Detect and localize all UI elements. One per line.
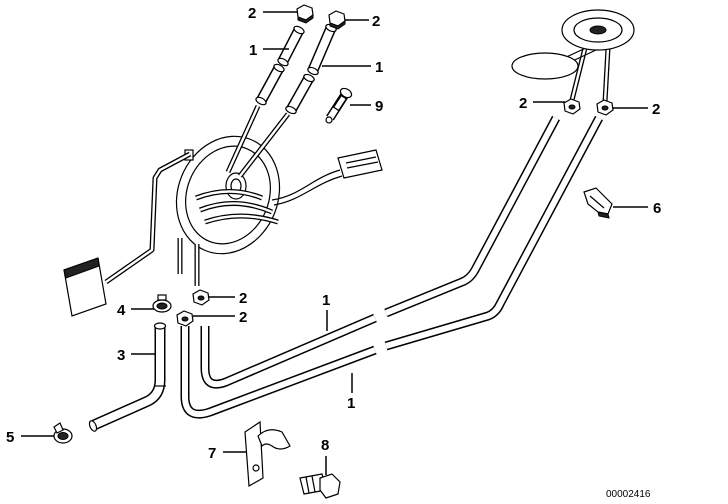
callout-fuel-line-lower: 1 [347, 395, 355, 412]
right-nut-right [596, 99, 614, 116]
right-nut-left [563, 98, 581, 115]
callout-top-right-nut: 2 [372, 13, 380, 30]
clamp-4 [152, 294, 172, 313]
callout-bracket: 7 [208, 445, 216, 462]
callout-fuel-line-upper: 1 [322, 292, 330, 309]
clip-6 [583, 187, 613, 219]
top-left-nut [296, 4, 314, 24]
mid-nut-lower [176, 310, 194, 327]
bracket-7 [244, 420, 291, 487]
diagram-number: 00002416 [606, 489, 651, 500]
callout-right-nut-left: 2 [519, 95, 527, 112]
level-sender [63, 151, 192, 317]
mid-nut-upper [192, 289, 210, 306]
top-left-hose [255, 25, 305, 106]
callout-clip: 6 [653, 200, 661, 217]
callout-top-left-nut: 2 [248, 5, 256, 22]
callout-mid-nut-lower: 2 [239, 309, 247, 326]
callout-right-nut-right: 2 [652, 101, 660, 118]
top-right-hose [285, 23, 337, 115]
callout-valve: 9 [375, 98, 383, 115]
callout-top-left-hose: 1 [249, 42, 257, 59]
fuel-line-lower [180, 115, 603, 419]
callout-clamp-5: 5 [6, 429, 14, 446]
callout-hose-3: 3 [117, 347, 125, 364]
wire-harness [271, 149, 383, 206]
callout-mid-nut-upper: 2 [239, 290, 247, 307]
top-right-nut [328, 10, 346, 30]
clamp-5 [53, 422, 73, 444]
hose-3 [88, 322, 167, 432]
tank-sender-unit [511, 9, 635, 103]
fuel-line-upper [200, 115, 560, 389]
leader-lines [21, 11, 648, 475]
callout-bolt: 8 [321, 437, 329, 454]
valve [325, 87, 353, 124]
callout-top-right-hose: 1 [375, 59, 383, 76]
pump-flange [175, 104, 290, 286]
bolt-8 [299, 473, 341, 499]
callout-clamp-4: 4 [117, 302, 126, 319]
